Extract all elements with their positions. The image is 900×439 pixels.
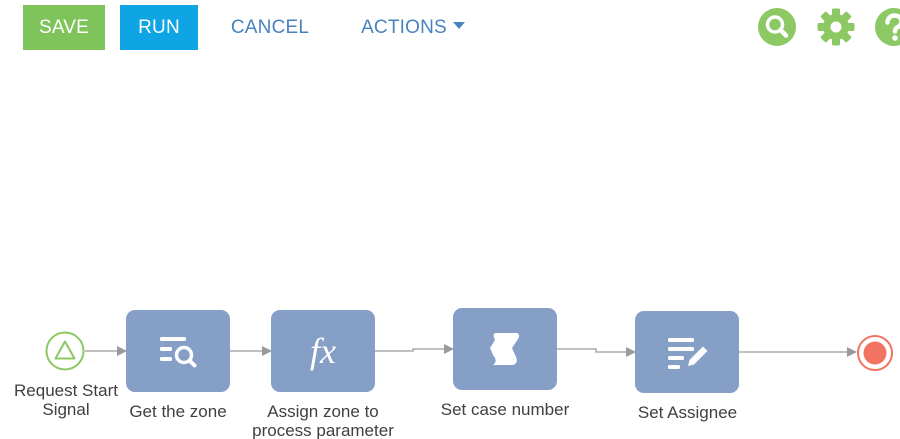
terminate-end-icon [857,335,893,371]
signal-start-icon [45,331,85,371]
save-button-label: SAVE [38,16,90,38]
actions-dropdown[interactable]: ACTIONS [354,5,472,50]
caret-down-icon [452,22,465,29]
start-event-label-line2: Signal [42,400,90,419]
help-button[interactable] [874,7,900,47]
help-icon [875,8,900,46]
terminate-end-event[interactable] [856,334,894,372]
cancel-button-label: CANCEL [230,16,310,38]
sequence-flow[interactable] [375,344,454,354]
modify-data-icon [668,338,708,369]
svg-text:fx: fx [310,331,336,371]
search-button[interactable] [757,7,797,47]
run-button[interactable]: RUN [120,5,198,50]
save-button[interactable]: SAVE [23,5,105,50]
task-label: Assign zone to process parameter [238,402,408,439]
task-label: Get the zone [129,402,227,421]
start-event-label-line1: Request Start [14,381,118,400]
cancel-button[interactable]: CANCEL [226,5,314,50]
task-get-the-zone[interactable] [126,310,230,392]
sequence-flow[interactable] [556,347,636,357]
read-data-icon [160,337,197,368]
task-label-line1: Assign zone to [267,402,379,421]
start-event-label: Request Start Signal [5,381,127,419]
script-icon [490,333,520,366]
task-label: Set Assignee [637,403,738,422]
actions-dropdown-label: ACTIONS [361,16,447,38]
task-label-line2: process parameter [252,421,394,439]
search-icon [758,8,796,46]
task-set-case-number[interactable] [453,308,557,390]
run-button-label: RUN [138,16,180,38]
task-label: Set case number [440,400,570,419]
gear-icon [817,8,855,46]
settings-button[interactable] [816,7,856,47]
formula-icon: fx [310,331,336,371]
start-signal-event[interactable] [45,331,85,371]
task-set-assignee[interactable] [635,311,739,393]
task-assign-zone[interactable]: fx [271,310,375,392]
